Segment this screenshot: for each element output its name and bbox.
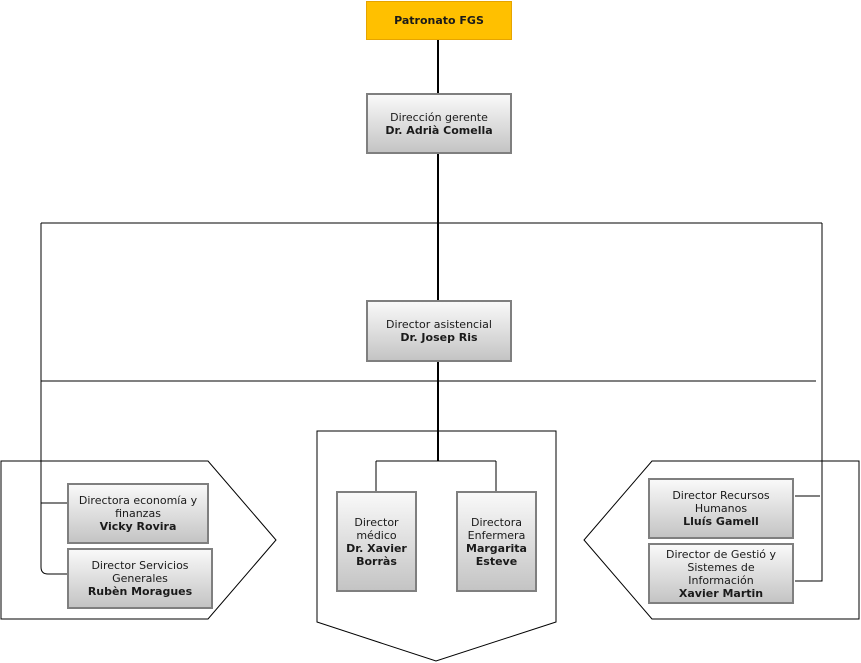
gerente-role: Dirección gerente xyxy=(390,110,488,124)
medico-node[interactable]: Director médico Dr. Xavier Borràs xyxy=(336,491,417,592)
root-label: Patronato FGS xyxy=(394,14,484,27)
gerente-name: Dr. Adrià Comella xyxy=(385,123,493,137)
enfermera-node[interactable]: Directora Enfermera Margarita Esteve xyxy=(456,491,537,592)
left-vertical-bus xyxy=(40,223,67,575)
rrhh-node[interactable]: Director Recursos Humanos Lluís Gamell xyxy=(648,478,794,539)
right-group-container xyxy=(583,460,860,620)
root-node[interactable]: Patronato FGS xyxy=(366,1,512,40)
economia-role: Directora economía y finanzas xyxy=(78,494,198,520)
sistemas-name: Xavier Martin xyxy=(678,586,764,600)
servicios-node[interactable]: Director Servicios Generales Rubèn Morag… xyxy=(67,548,213,609)
center-group-container xyxy=(316,430,557,662)
rrhh-name: Lluís Gamell xyxy=(683,515,759,528)
asistencial-role: Director asistencial xyxy=(386,318,492,331)
servicios-role: Director Servicios Generales xyxy=(91,559,189,585)
economia-name: Vicky Rovira xyxy=(99,520,177,533)
economia-node[interactable]: Directora economía y finanzas Vicky Rovi… xyxy=(67,483,209,544)
asistencial-name: Dr. Josep Ris xyxy=(400,331,478,344)
sistemas-role: Director de Gestió y Sistemes de Informa… xyxy=(665,547,777,587)
sistemas-node[interactable]: Director de Gestió y Sistemes de Informa… xyxy=(648,543,794,604)
enfermera-role: Directora Enfermera xyxy=(467,515,526,542)
medico-name: Dr. Xavier Borràs xyxy=(346,541,407,568)
asistencial-node[interactable]: Director asistencial Dr. Josep Ris xyxy=(366,300,512,362)
servicios-name: Rubèn Moragues xyxy=(87,585,193,598)
gerente-node[interactable]: Dirección gerente Dr. Adrià Comella xyxy=(366,93,512,154)
rrhh-role: Director Recursos Humanos xyxy=(672,489,770,515)
left-group-container xyxy=(0,460,277,620)
enfermera-name: Margarita Esteve xyxy=(466,541,527,568)
right-vertical-bus xyxy=(795,223,823,582)
medico-role: Director médico xyxy=(354,515,399,542)
